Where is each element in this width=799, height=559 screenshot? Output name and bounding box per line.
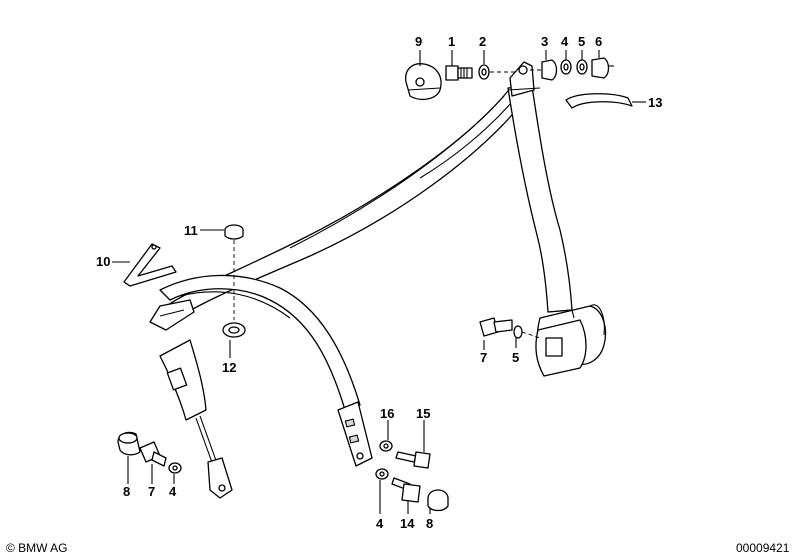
upper-anchor-bracket	[507, 61, 541, 97]
nut-6	[591, 57, 610, 79]
bolt-7-retractor	[479, 317, 513, 337]
callout-11: 11	[184, 223, 198, 238]
bolt-14	[391, 477, 421, 503]
callout-4-right: 4	[376, 516, 384, 531]
lap-anchor-plate	[337, 401, 373, 467]
washer-4	[560, 59, 572, 75]
callout-labels: 9 1 2 3 4 5 6 13 11 10 12 7 5 16 15 8 7 …	[96, 34, 662, 531]
leader-retractor	[521, 331, 541, 339]
callout-leaders	[112, 50, 646, 514]
handle-13	[565, 93, 633, 109]
bolt-7-left	[139, 441, 167, 467]
copyright-text: © BMW AG	[6, 541, 68, 555]
washer-5-retractor	[513, 325, 523, 339]
spacer-3	[541, 59, 558, 81]
callout-8-right: 8	[426, 516, 433, 531]
bolt-15	[395, 451, 431, 469]
callout-2: 2	[479, 34, 486, 49]
shoulder-belt-strap	[507, 85, 573, 313]
callout-15: 15	[416, 406, 430, 421]
callout-5-retractor: 5	[512, 350, 519, 365]
washer-4-left	[168, 462, 182, 474]
lap-belt-strap	[159, 274, 361, 411]
bushing-16	[379, 440, 393, 452]
callout-4-left: 4	[169, 484, 177, 499]
callout-13: 13	[648, 95, 662, 110]
callout-14: 14	[400, 516, 415, 531]
callout-7-left: 7	[148, 484, 155, 499]
bracket-10	[123, 243, 177, 287]
cap-11	[224, 224, 244, 240]
callout-1: 1	[448, 34, 455, 49]
callout-6: 6	[595, 34, 602, 49]
callout-7-retractor: 7	[480, 350, 487, 365]
callout-12: 12	[222, 360, 236, 375]
callout-10: 10	[96, 254, 110, 269]
belt-tongue	[149, 299, 195, 331]
bolt-1	[445, 65, 473, 81]
cap-8-right	[427, 489, 449, 512]
ring-12	[222, 322, 246, 338]
callout-9: 9	[415, 34, 422, 49]
callout-5-top: 5	[578, 34, 585, 49]
callout-3: 3	[541, 34, 548, 49]
washer-5	[576, 59, 588, 75]
callout-8-left: 8	[123, 484, 130, 499]
washer-2	[478, 64, 490, 80]
callout-4-top: 4	[561, 34, 569, 49]
belt-retractor	[535, 304, 607, 377]
image-id-text: 00009421	[736, 541, 790, 555]
cover-9	[405, 63, 442, 101]
callout-16: 16	[380, 406, 394, 421]
sleeve-8-left	[117, 431, 141, 456]
seat-belt-buckle	[159, 339, 233, 499]
washer-4-right	[375, 468, 389, 480]
